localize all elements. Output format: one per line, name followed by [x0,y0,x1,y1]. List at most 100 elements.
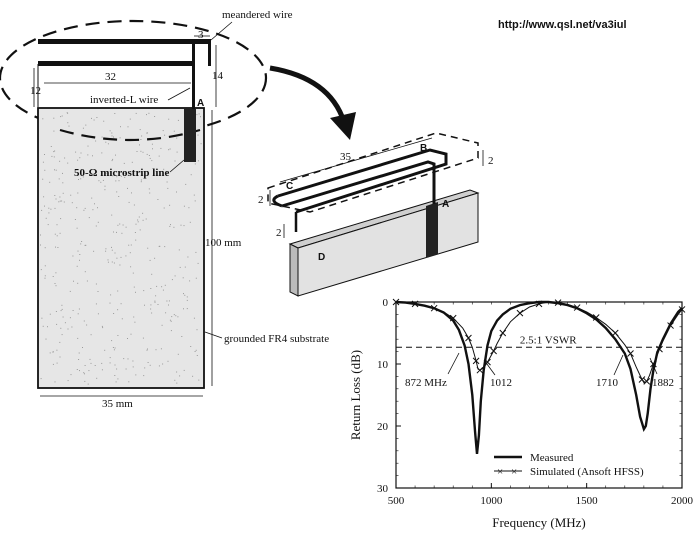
y-axis-label: Return Loss (dB) [348,350,363,440]
speckle-dot [177,119,179,121]
speckle-dot [131,161,133,163]
speckle-dot [162,130,164,132]
speckle-dot [144,367,146,369]
speckle-dot [56,349,58,351]
speckle-dot [142,219,144,221]
speckle-dot [73,280,74,282]
speckle-dot [151,160,153,162]
sim-point-marker [656,345,663,353]
speckle-dot [61,334,63,336]
speckle-dot [146,153,148,155]
speckle-dot [130,266,132,268]
speckle-dot [120,303,122,305]
speckle-dot [113,231,114,233]
speckle-dot [194,351,196,352]
dim-3: 3 [198,29,204,41]
speckle-dot [55,169,57,171]
speckle-dot [189,221,191,223]
speckle-dot [58,201,60,203]
speckle-dot [54,169,55,171]
speckle-dot [111,249,113,251]
speckle-dot [84,271,86,273]
speckle-dot [59,341,61,343]
y-tick-label: 0 [383,297,389,309]
speckle-dot [55,285,57,287]
speckle-dot [123,358,125,360]
speckle-dot [135,374,137,376]
speckle-dot [170,330,172,332]
speckle-dot [61,304,63,306]
speckle-dot [169,225,171,227]
speckle-dot [174,379,176,381]
speckle-dot [193,317,195,319]
speckle-dot [183,369,185,371]
speckle-dot [159,245,161,247]
speckle-dot [168,300,170,302]
sim-point-marker [627,350,634,357]
speckle-dot [79,370,80,372]
speckle-dot [88,370,90,372]
sim-point-marker [638,376,646,383]
speckle-dot [152,148,153,150]
speckle-dot [146,114,147,116]
speckle-dot [67,162,69,164]
wire-bend-c [272,194,283,208]
speckle-dot [100,181,102,183]
substrate-texture [40,112,202,385]
speckle-dot [64,322,66,324]
speckle-dot [111,340,113,342]
speckle-dot [84,380,86,382]
speckle-dot [158,365,160,367]
speckle-dot [194,200,196,202]
speckle-dot [176,191,177,193]
speckle-dot [47,326,48,328]
speckle-dot [92,209,94,211]
speckle-dot [129,118,131,120]
arrow-head [330,112,356,140]
speckle-dot [194,163,196,165]
speckle-dot [116,176,118,178]
series-simulated-markers [392,298,686,385]
speckle-dot [80,243,82,245]
speckle-dot [124,172,126,174]
speckle-dot [140,150,142,152]
speckle-dot [64,157,66,159]
speckle-dot [69,317,71,319]
annotation-1012: 1012 [490,377,512,389]
speckle-dot [67,122,69,124]
speckle-dot [74,219,76,220]
speckle-dot [158,155,160,157]
speckle-dot [62,316,64,318]
speckle-dot [119,223,121,225]
speckle-dot [176,151,178,153]
speckle-dot [166,300,168,302]
speckle-dot [128,201,130,203]
dim-2-front: 2 [276,227,282,239]
speckle-dot [90,362,92,364]
speckle-dot [116,257,118,259]
speckle-dot [44,247,46,249]
speckle-dot [93,250,95,252]
speckle-dot [149,259,151,261]
speckle-dot [138,216,140,218]
speckle-dot [72,255,74,257]
speckle-dot [190,346,192,347]
speckle-dot [176,382,178,384]
speckle-dot [89,358,91,360]
speckle-dot [196,114,198,116]
speckle-dot [164,134,166,136]
speckle-dot [47,224,49,226]
speckle-dot [174,160,176,162]
speckle-dot [92,155,93,157]
speckle-dot [197,134,199,136]
speckle-dot [53,151,55,153]
speckle-dot [54,233,56,235]
x-tick-label: 1000 [480,495,503,507]
sim-point-marker [678,306,686,313]
speckle-dot [169,204,171,206]
speckle-dot [90,334,92,336]
speckle-dot [143,290,145,292]
speckle-dot [127,126,129,128]
speckle-dot [105,141,107,143]
sim-point-marker [430,304,438,312]
